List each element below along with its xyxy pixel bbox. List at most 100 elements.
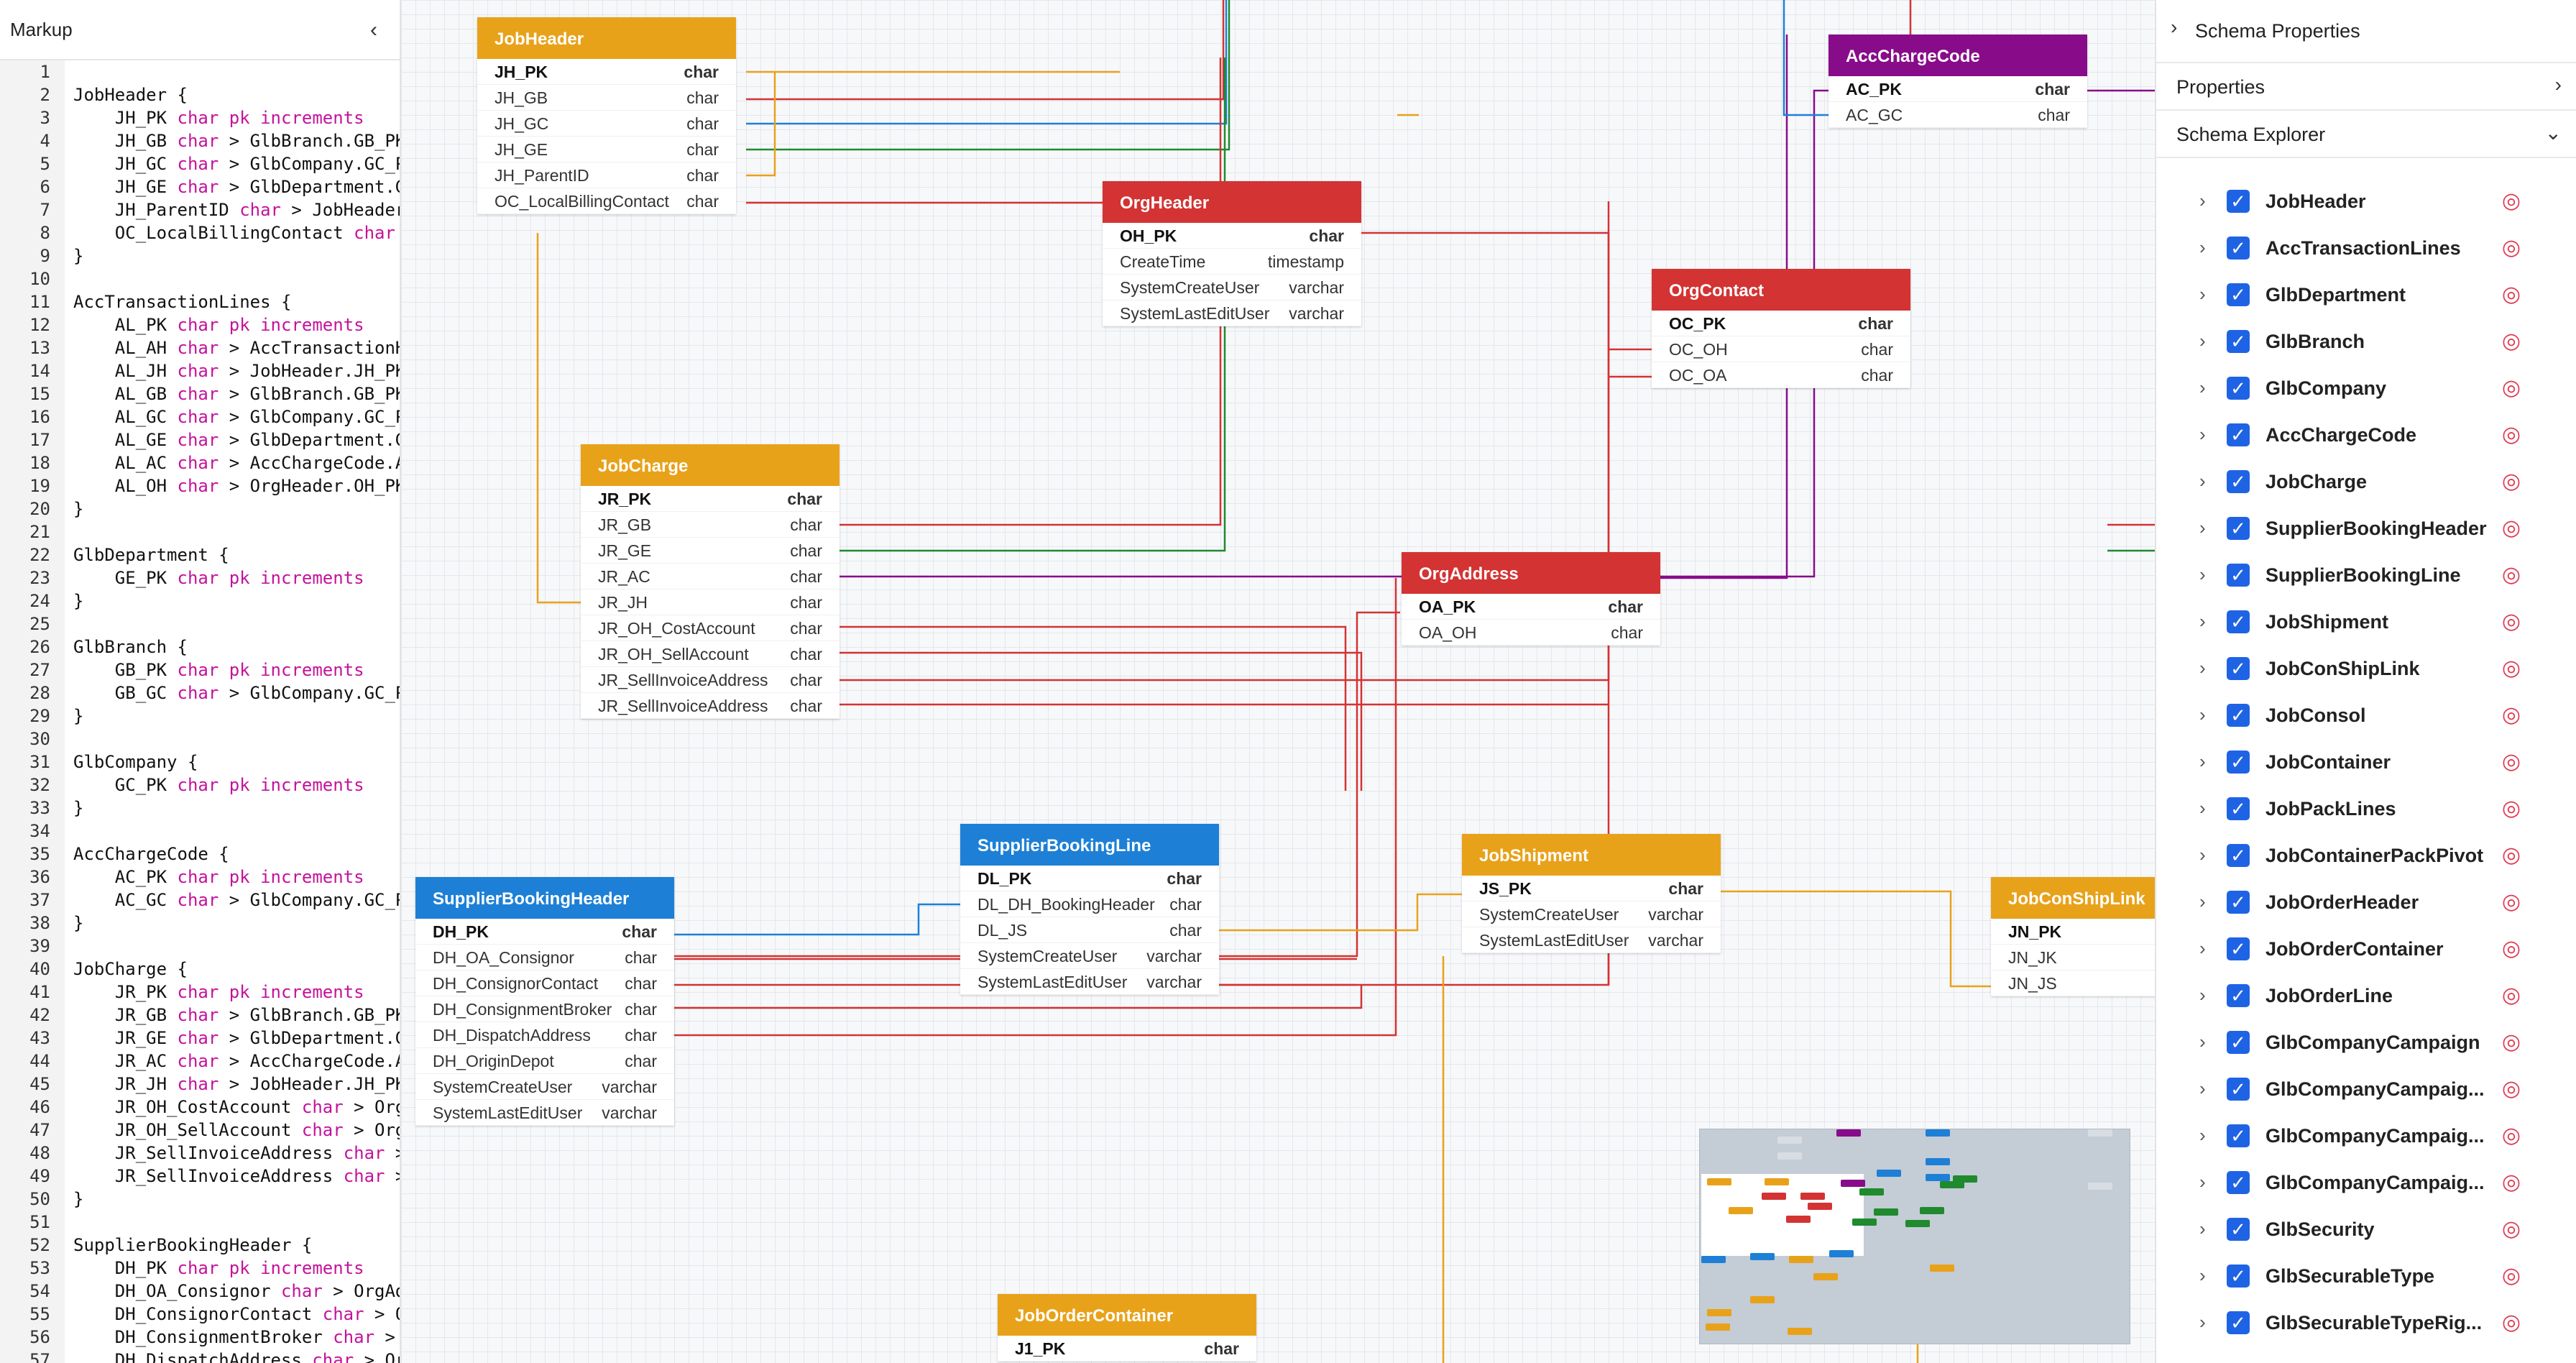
explorer-item[interactable]: ›✓AccTransactionLines◎ (2156, 225, 2576, 272)
chevron-right-icon[interactable]: › (2199, 517, 2206, 538)
code-line[interactable]: 39 (0, 935, 400, 958)
table-header[interactable]: JobConShipLink (1991, 877, 2155, 919)
code-line[interactable]: 14 AL_JH char > JobHeader.JH_PK (0, 359, 400, 382)
focus-target-icon[interactable]: ◎ (2501, 283, 2521, 306)
properties-section-header[interactable]: Properties › (2156, 63, 2576, 111)
code-line[interactable]: 57 DH_DispatchAddress char > OrgAddress.… (0, 1349, 400, 1363)
focus-target-icon[interactable]: ◎ (2501, 890, 2521, 914)
relationship-line[interactable] (1213, 893, 1462, 932)
chevron-right-icon[interactable]: › (2199, 751, 2206, 772)
table-column-row[interactable]: JN_PK (1991, 919, 2155, 945)
explorer-item[interactable]: ›✓GlbCompanyCampaig...◎ (2156, 1160, 2576, 1206)
checkbox-checked-icon[interactable]: ✓ (2227, 610, 2250, 633)
explorer-item[interactable]: ›✓JobOrderHeader◎ (2156, 879, 2576, 926)
code-line[interactable]: 56 DH_ConsignmentBroker char > OrgHeader… (0, 1326, 400, 1349)
schema-explorer-section-header[interactable]: Schema Explorer ⌄ (2156, 111, 2576, 158)
checkbox-checked-icon[interactable]: ✓ (2227, 1311, 2250, 1334)
code-line[interactable]: 37 AC_GC char > GlbCompany.GC_PK (0, 889, 400, 912)
explorer-item[interactable]: ›✓JobContainerPackPivot◎ (2156, 832, 2576, 879)
table-header[interactable]: OrgContact (1652, 269, 1910, 311)
code-line[interactable]: 38} (0, 912, 400, 935)
chevron-right-icon[interactable]: › (2199, 657, 2206, 679)
checkbox-checked-icon[interactable]: ✓ (2227, 237, 2250, 260)
relationship-line[interactable] (840, 625, 1347, 791)
code-line[interactable]: 10 (0, 267, 400, 290)
chevron-right-icon[interactable]: › (2554, 73, 2562, 96)
checkbox-checked-icon[interactable]: ✓ (2227, 657, 2250, 680)
code-line[interactable]: 24} (0, 589, 400, 612)
chevron-right-icon[interactable]: › (2171, 16, 2178, 38)
chevron-right-icon[interactable]: › (2199, 1124, 2206, 1146)
minimap-viewport[interactable] (1701, 1174, 1864, 1256)
code-line[interactable]: 7 JH_ParentID char > JobHeader.JH_PK (0, 198, 400, 221)
code-line[interactable]: 43 JR_GE char > GlbDepartment.GE_PK (0, 1027, 400, 1050)
relationship-line[interactable] (674, 578, 1397, 1037)
explorer-item[interactable]: ›✓JobConShipLink◎ (2156, 646, 2576, 692)
focus-target-icon[interactable]: ◎ (2501, 1077, 2521, 1101)
explorer-item[interactable]: ›✓GlbCompanyCampaig...◎ (2156, 1113, 2576, 1160)
table-header[interactable]: SupplierBookingLine (960, 824, 1219, 866)
checkbox-checked-icon[interactable]: ✓ (2227, 1218, 2250, 1241)
explorer-item[interactable]: ›✓JobPackLines◎ (2156, 786, 2576, 832)
code-line[interactable]: 20} (0, 497, 400, 520)
focus-target-icon[interactable]: ◎ (2501, 516, 2521, 540)
focus-target-icon[interactable]: ◎ (2501, 983, 2521, 1007)
code-line[interactable]: 8 OC_LocalBillingContact char (0, 221, 400, 244)
checkbox-checked-icon[interactable]: ✓ (2227, 470, 2250, 493)
focus-target-icon[interactable]: ◎ (2501, 1217, 2521, 1241)
table-header[interactable]: JobHeader (477, 17, 736, 59)
chevron-right-icon[interactable]: › (2199, 610, 2206, 632)
chevron-down-icon[interactable]: ⌄ (2544, 121, 2562, 144)
code-line[interactable]: 3 JH_PK char pk increments (0, 106, 400, 129)
code-line[interactable]: 5 JH_GC char > GlbCompany.GC_PK (0, 152, 400, 175)
focus-target-icon[interactable]: ◎ (2501, 843, 2521, 867)
code-line[interactable]: 44 JR_AC char > AccChargeCode.AC_PK (0, 1050, 400, 1073)
focus-target-icon[interactable]: ◎ (2501, 329, 2521, 353)
code-line[interactable]: 6 JH_GE char > GlbDepartment.GE_PK (0, 175, 400, 198)
code-line[interactable]: 36 AC_PK char pk increments (0, 866, 400, 889)
explorer-item[interactable]: ›✓SupplierBookingHeader◎ (2156, 505, 2576, 552)
chevron-right-icon[interactable]: › (2199, 984, 2206, 1006)
code-line[interactable]: 30 (0, 728, 400, 751)
explorer-item[interactable]: ›✓SupplierBookingLine◎ (2156, 552, 2576, 599)
checkbox-checked-icon[interactable]: ✓ (2227, 190, 2250, 213)
focus-target-icon[interactable]: ◎ (2501, 189, 2521, 213)
explorer-item[interactable]: ›✓AccChargeCode◎ (2156, 412, 2576, 459)
code-line[interactable]: 25 (0, 612, 400, 635)
relationship-line[interactable] (840, 651, 1363, 791)
explorer-item[interactable]: ›✓JobOrderContainer◎ (2156, 926, 2576, 973)
code-line[interactable]: 18 AL_AC char > AccChargeCode.AC_PK (0, 451, 400, 474)
code-line[interactable]: 46 JR_OH_CostAccount char > OrgHeader.OH… (0, 1096, 400, 1119)
chevron-right-icon[interactable]: › (2199, 470, 2206, 492)
table-header[interactable]: OrgAddress (1402, 552, 1660, 594)
code-line[interactable]: 13 AL_AH char > AccTransactionHeader (0, 336, 400, 359)
code-line[interactable]: 47 JR_OH_SellAccount char > OrgHeader.OH… (0, 1119, 400, 1142)
explorer-item[interactable]: ›✓JobShipment◎ (2156, 599, 2576, 646)
focus-target-icon[interactable]: ◎ (2501, 1030, 2521, 1054)
